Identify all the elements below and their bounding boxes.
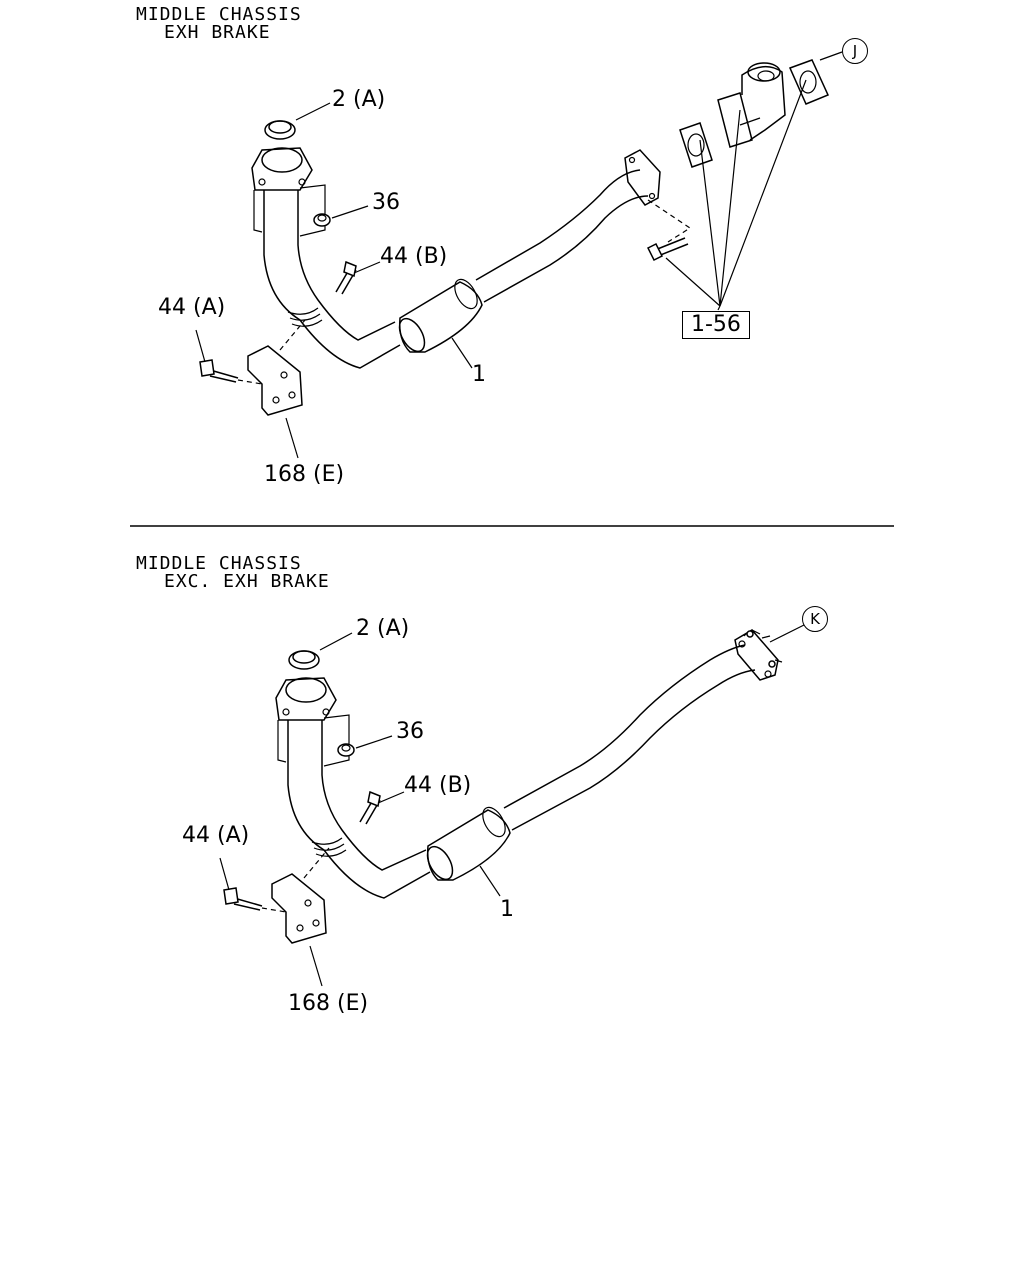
circle-ref-j: J xyxy=(842,38,868,64)
section-2-header-line1: MIDDLE CHASSIS xyxy=(136,553,302,574)
label-nut: 36 xyxy=(396,719,424,744)
label-seal: 2 (A) xyxy=(332,87,386,112)
label-pipe: 1 xyxy=(500,897,514,922)
label-pipe: 1 xyxy=(472,362,486,387)
section-2-header-line2: EXC. EXH BRAKE xyxy=(164,571,330,592)
section-1-header-line2: EXH BRAKE xyxy=(164,22,271,43)
label-bracket: 168 (E) xyxy=(264,462,345,487)
exh-brake-assembly xyxy=(195,51,843,459)
label-bolt-b: 44 (B) xyxy=(380,244,448,269)
label-seal: 2 (A) xyxy=(356,616,410,641)
label-bolt-a: 44 (A) xyxy=(158,295,226,320)
label-bolt-a: 44 (A) xyxy=(182,823,250,848)
section-1-header-line1: MIDDLE CHASSIS xyxy=(136,4,302,25)
label-bracket: 168 (E) xyxy=(288,991,369,1016)
label-nut: 36 xyxy=(372,190,400,215)
label-bolt-b: 44 (B) xyxy=(404,773,472,798)
circle-ref-k: K xyxy=(802,606,828,632)
ref-box-1-56: 1-56 xyxy=(682,311,750,339)
exc-exh-brake-assembly xyxy=(219,624,805,987)
